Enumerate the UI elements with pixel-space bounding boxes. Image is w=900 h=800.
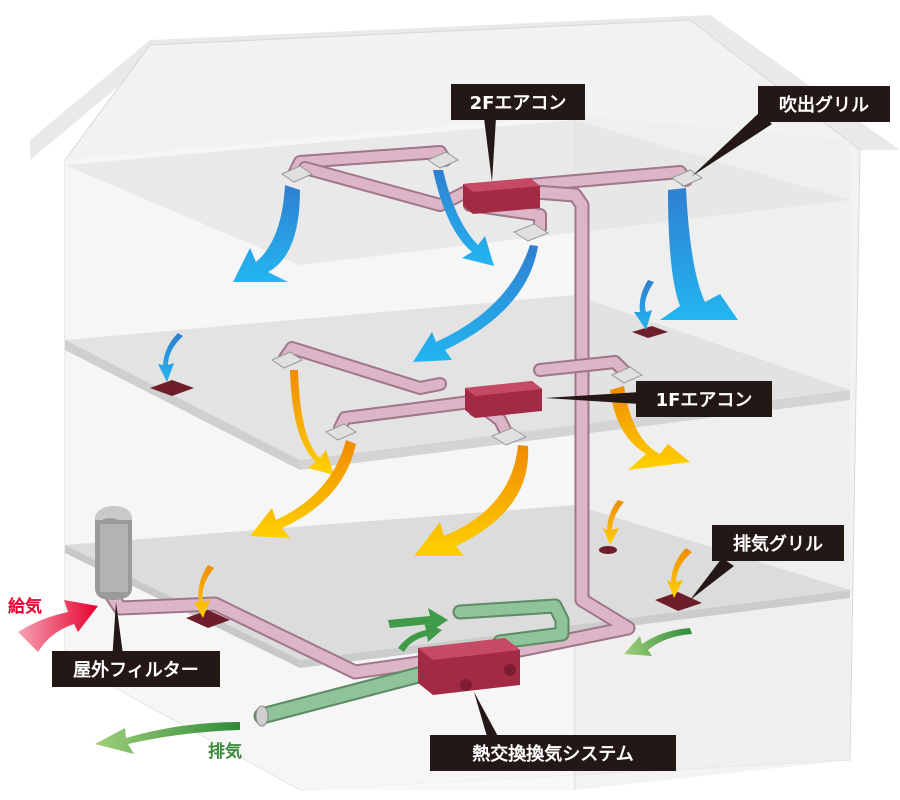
intake-arrow: [18, 600, 98, 652]
ac-unit-1f: [465, 381, 542, 418]
label-ac-1f: 1Fエアコン: [656, 390, 753, 411]
callout-exhaust-grille: 排気グリル: [712, 525, 844, 561]
exhaust-grilles: [150, 326, 702, 628]
label-exhaust-grille: 排気グリル: [733, 533, 823, 555]
label-ac-2f: 2Fエアコン: [470, 93, 567, 114]
supply-grilles-1f: [270, 351, 644, 446]
callout-ac-2f: 2Fエアコン: [451, 84, 585, 120]
ducts-ground: [104, 588, 570, 725]
callout-supply-grille: 吹出グリル: [758, 86, 890, 122]
label-intake: 給気: [8, 596, 42, 617]
heat-exchange-unit: [418, 638, 520, 695]
callout-heat-exchange: 熱交換換気システム: [430, 735, 676, 771]
ac-unit-2f: [463, 178, 540, 214]
supply-grilles-2f: [280, 151, 704, 242]
exhaust-arrows: [95, 628, 692, 754]
exhaust-outlet: [255, 705, 269, 727]
label-heat-exchange-system: 熱交換換気システム: [472, 743, 633, 765]
outdoor-filter-unit: [95, 506, 132, 600]
callout-ac-1f: 1Fエアコン: [636, 381, 772, 417]
callout-pointers: [112, 112, 772, 740]
warm-air-arrows: [194, 370, 692, 618]
label-outdoor-filter: 屋外フィルター: [73, 659, 199, 681]
exhaust-inlet-arrows: [388, 608, 448, 652]
callout-outdoor-filter: 屋外フィルター: [52, 651, 220, 687]
label-supply-grille: 吹出グリル: [779, 94, 869, 116]
label-exhaust: 排気: [208, 741, 242, 762]
cool-air-arrows: [158, 170, 738, 382]
vertical-duct: [512, 184, 636, 658]
